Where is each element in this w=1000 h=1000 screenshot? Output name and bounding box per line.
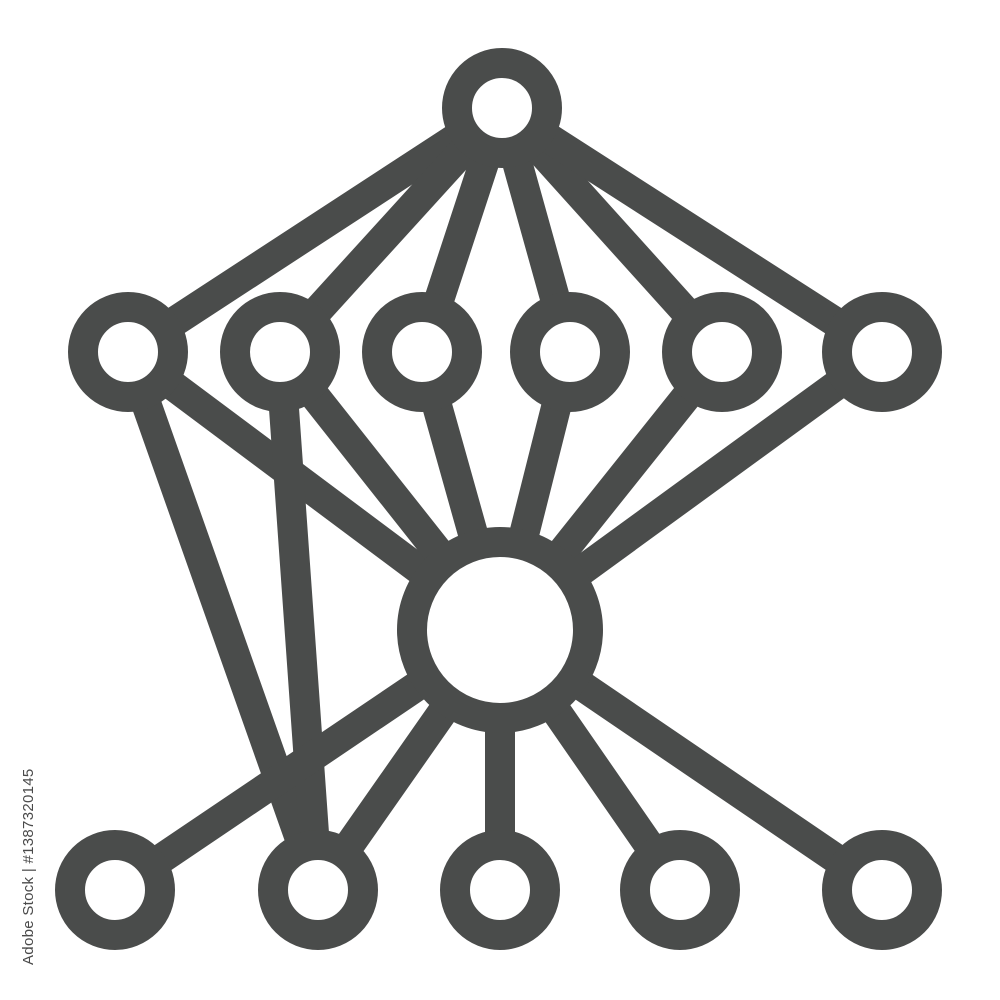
- edge-m2-b2: [265, 337, 333, 905]
- edge-top-m1: [113, 93, 517, 367]
- hub-node: [397, 527, 603, 733]
- middle-node-2: [220, 292, 340, 412]
- middle-node-6: [822, 292, 942, 412]
- edge-m1-b2: [113, 337, 333, 905]
- middle-node-5: [662, 292, 782, 412]
- bottom-node-5: [822, 830, 942, 950]
- stock-id-watermark: Adobe Stock | #1387320145: [0, 0, 40, 1000]
- graph-edges: [100, 93, 897, 905]
- middle-node-3: [362, 292, 482, 412]
- top-node: [442, 48, 562, 168]
- bottom-node-1: [55, 830, 175, 950]
- stock-id-text: Adobe Stock | #1387320145: [20, 768, 37, 965]
- edge-top-m6: [487, 93, 897, 367]
- bottom-node-3: [440, 830, 560, 950]
- middle-node-4: [510, 292, 630, 412]
- bottom-node-4: [620, 830, 740, 950]
- graph-nodes: [55, 48, 942, 950]
- middle-node-1: [68, 292, 188, 412]
- bottom-node-2: [258, 830, 378, 950]
